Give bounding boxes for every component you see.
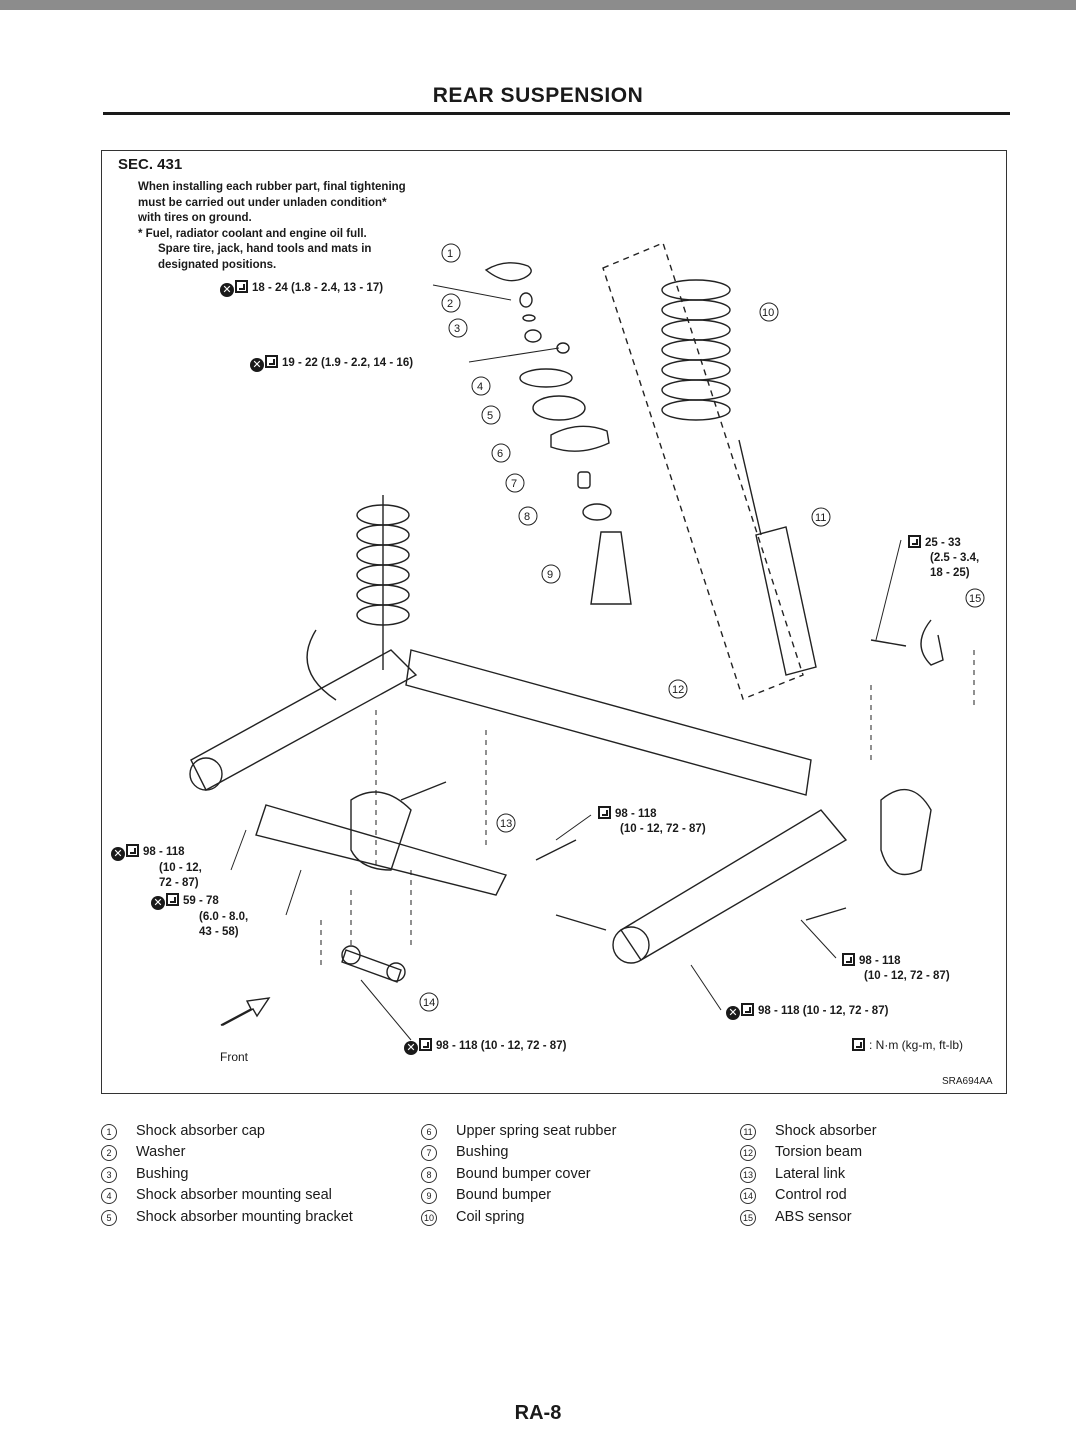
part-bushing xyxy=(524,329,542,343)
part-bound-bumper xyxy=(590,531,632,605)
torque-spec-3: 25 - 33 (2.5 - 3.4, 18 - 25) xyxy=(908,535,979,581)
control-rod xyxy=(341,949,402,983)
torque-wrench-icon xyxy=(741,1003,754,1016)
page-title: REAR SUSPENSION xyxy=(432,84,644,107)
part-mount-bracket xyxy=(532,395,586,421)
part-spring-seat xyxy=(550,425,610,452)
torque-wrench-icon xyxy=(235,280,248,293)
callout-10: 10 xyxy=(762,307,774,319)
torque-wrench-icon xyxy=(842,953,855,966)
installation-notes: When installing each rubber part, final … xyxy=(138,180,406,274)
replace-part-icon: ✕ xyxy=(151,896,165,910)
part-washer xyxy=(519,292,533,308)
shock-rod xyxy=(738,439,762,536)
torque-wrench-icon xyxy=(166,893,179,906)
callout-5: 5 xyxy=(487,410,493,422)
part-bushing-7 xyxy=(577,471,591,489)
part-bumper-cover xyxy=(582,503,612,521)
shock-body xyxy=(755,526,817,676)
figure-frame xyxy=(101,150,1007,1094)
trailing-arm-right xyxy=(620,809,848,961)
abs-sensor xyxy=(920,619,944,666)
note-line-3: with tires on ground. xyxy=(138,212,252,225)
note-line-1: When installing each rubber part, final … xyxy=(138,181,406,193)
torque-wrench-icon xyxy=(852,1038,865,1051)
coil-spring-exploded xyxy=(661,279,731,421)
callout-13: 13 xyxy=(500,818,512,830)
torque-spec-1: ✕18 - 24 (1.8 - 2.4, 13 - 17) xyxy=(220,280,383,297)
torque-wrench-icon xyxy=(265,355,278,368)
note-line-2: must be carried out under unladen condit… xyxy=(138,196,387,209)
torque-wrench-icon xyxy=(419,1038,432,1051)
callout-3: 3 xyxy=(454,323,460,335)
callout-4: 4 xyxy=(477,381,483,393)
callout-9: 9 xyxy=(547,569,553,581)
torque-spec-6: ✕59 - 78 (6.0 - 8.0, 43 - 58) xyxy=(151,893,248,940)
callout-14: 14 xyxy=(423,997,435,1009)
replace-part-icon: ✕ xyxy=(111,847,125,861)
callout-2: 2 xyxy=(447,298,453,310)
header-rule xyxy=(103,112,1010,115)
note-line-5: Spare tire, jack, hand tools and mats in xyxy=(158,243,372,256)
note-line-6: designated positions. xyxy=(158,258,277,271)
assembled-strut xyxy=(306,495,410,701)
replace-part-icon: ✕ xyxy=(220,283,234,297)
figure-code: SRA694AA xyxy=(942,1076,993,1087)
part-mount-seal xyxy=(519,368,573,388)
top-bar xyxy=(0,0,1076,10)
torque-spec-5: ✕98 - 118 (10 - 12, 72 - 87) xyxy=(111,844,202,891)
callout-1: 1 xyxy=(447,248,453,260)
front-arrow-icon xyxy=(220,997,271,1026)
torque-spec-7: 98 - 118 (10 - 12, 72 - 87) xyxy=(842,953,950,984)
torque-spec-4: 98 - 118 (10 - 12, 72 - 87) xyxy=(598,806,706,837)
unit-legend: : N·m (kg-m, ft-lb) xyxy=(852,1038,963,1052)
page-number: RA-8 xyxy=(514,1402,562,1424)
replace-part-icon: ✕ xyxy=(404,1041,418,1055)
suspension-diagram: 1 2 3 4 5 6 7 8 9 10 11 12 13 14 15 xyxy=(189,242,985,1041)
torque-wrench-icon xyxy=(908,535,921,548)
torsion-beam xyxy=(405,649,812,796)
torque-wrench-icon xyxy=(598,806,611,819)
torque-spec-8: ✕98 - 118 (10 - 12, 72 - 87) xyxy=(726,1003,888,1020)
callout-7: 7 xyxy=(511,478,517,490)
trailing-arm-left xyxy=(190,649,418,791)
callout-11: 11 xyxy=(815,512,826,524)
replace-part-icon: ✕ xyxy=(250,358,264,372)
replace-part-icon: ✕ xyxy=(726,1006,740,1020)
part-shock-cap xyxy=(484,262,532,282)
section-number: SEC. 431 xyxy=(118,156,183,173)
front-label: Front xyxy=(220,1050,249,1064)
torque-spec-2: ✕19 - 22 (1.9 - 2.2, 14 - 16) xyxy=(250,355,413,372)
part-washer-2 xyxy=(522,314,536,322)
callout-15: 15 xyxy=(969,593,981,605)
torque-spec-9: ✕98 - 118 (10 - 12, 72 - 87) xyxy=(404,1038,566,1055)
lateral-link xyxy=(255,804,508,896)
callout-8: 8 xyxy=(524,511,530,523)
callout-6: 6 xyxy=(497,448,503,460)
note-line-4: * Fuel, radiator coolant and engine oil … xyxy=(138,227,367,240)
torque-wrench-icon xyxy=(126,844,139,857)
hub-knuckle xyxy=(880,788,932,876)
callout-12: 12 xyxy=(672,684,684,696)
